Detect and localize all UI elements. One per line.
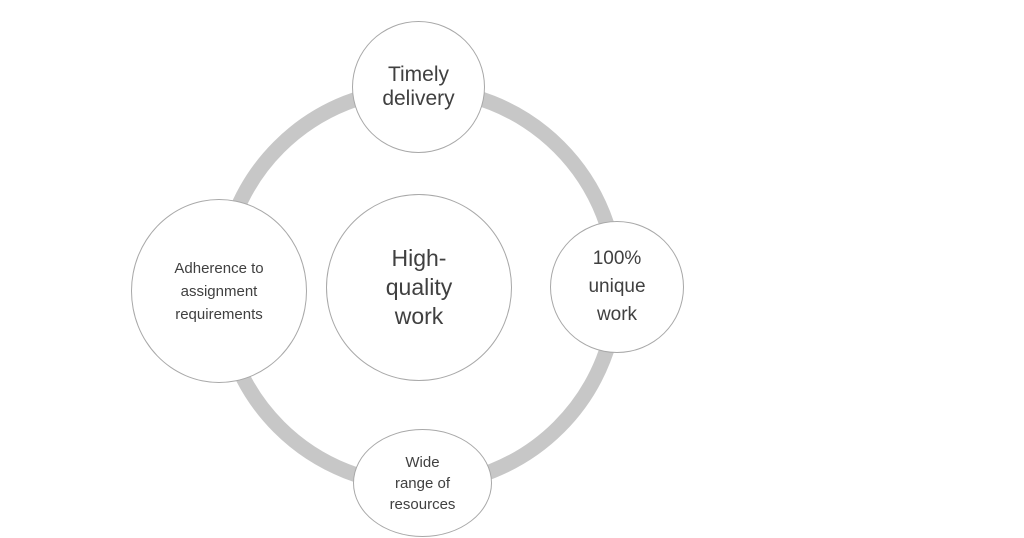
node-high-quality-work: High- quality work [326, 194, 512, 381]
node-wide-range-resources-label: Wide range of resources [389, 453, 456, 513]
node-adherence-requirements-label: Adherence to assignment requirements [174, 259, 264, 323]
node-adherence-requirements: Adherence to assignment requirements [131, 199, 307, 383]
node-wide-range-resources: Wide range of resources [353, 429, 492, 537]
node-unique-work: 100% unique work [550, 221, 684, 353]
node-timely-delivery-label: Timely delivery [382, 63, 455, 110]
node-timely-delivery: Timely delivery [352, 21, 485, 153]
node-high-quality-work-label: High- quality work [385, 245, 453, 329]
node-unique-work-label: 100% unique work [588, 248, 646, 325]
